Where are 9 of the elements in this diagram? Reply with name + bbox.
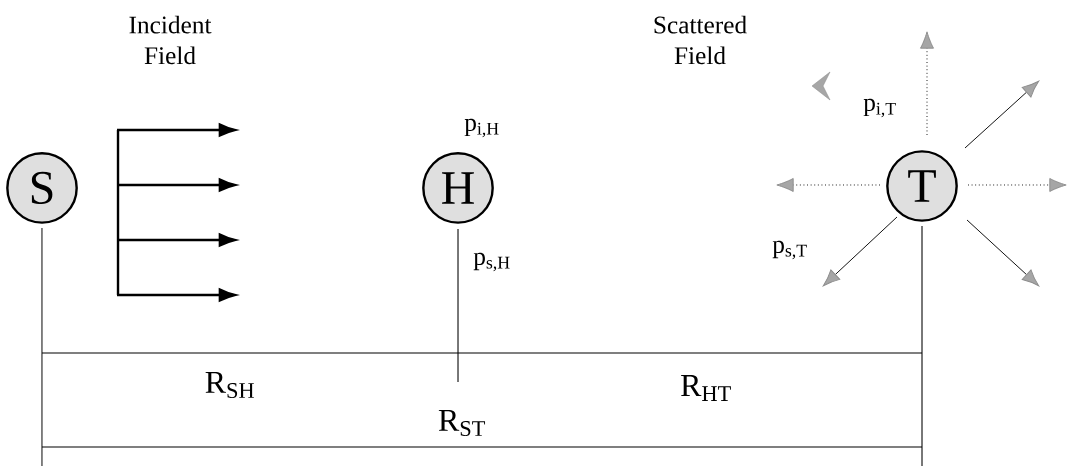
heading: Scattered Field [654,15,747,65]
dimension-label: R$_{SH}$ [205,371,254,399]
variable-label: p$_{s,T}$ [772,240,807,260]
heading: Incident Field [129,15,212,65]
variable-label: p$_{s,H}$ [473,252,510,272]
dimension-label: R$_{HT}$ [681,375,731,401]
variable-label: p$_{i,H}$ [464,118,499,138]
variable-label: p$_{i,T}$ [863,98,896,118]
dimension-label: R$_{ST}$ [438,409,486,437]
